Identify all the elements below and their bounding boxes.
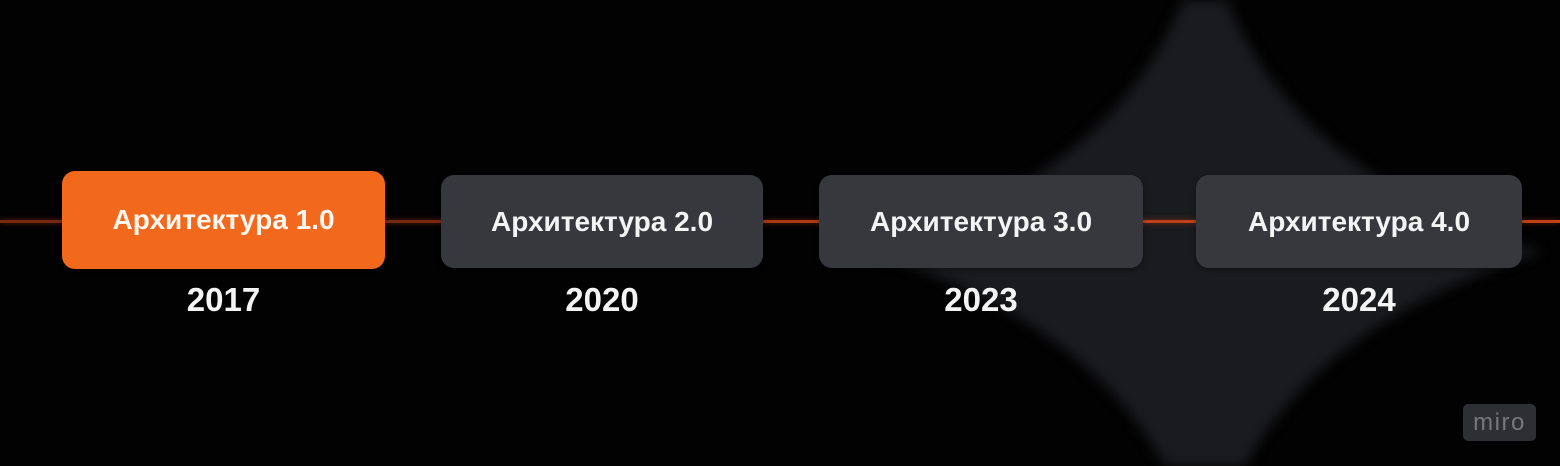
timeline-node-label: Архитектура 3.0 (869, 205, 1093, 237)
timeline-node-year[interactable]: 2024 (1322, 281, 1396, 318)
miro-watermark[interactable]: miro (1463, 404, 1536, 441)
timeline-node-box[interactable]: Архитектура 3.0 (819, 175, 1143, 268)
timeline-node-year[interactable]: 2017 (186, 281, 261, 318)
miro-logo-text: miro (1473, 408, 1526, 436)
timeline-node-box[interactable]: Архитектура 1.0 (62, 171, 385, 269)
timeline-connector-line[interactable] (0, 220, 1560, 223)
timeline-node-year[interactable]: 2020 (565, 281, 639, 318)
timeline-node-label: Архитектура 2.0 (490, 205, 714, 237)
timeline-node-year[interactable]: 2023 (944, 281, 1018, 318)
timeline-node-label: Архитектура 1.0 (112, 204, 335, 235)
timeline-node-box[interactable]: Архитектура 2.0 (441, 175, 763, 268)
timeline-node-box[interactable]: Архитектура 4.0 (1196, 175, 1522, 268)
timeline-node-label: Архитектура 4.0 (1247, 205, 1471, 237)
